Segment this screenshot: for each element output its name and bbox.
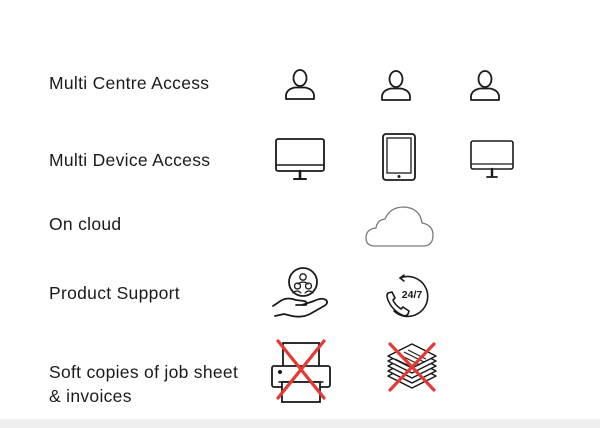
papers-crossed-icon: [386, 342, 440, 392]
row-label-multi-centre-access: Multi Centre Access: [49, 73, 210, 93]
user-icon: [283, 67, 317, 101]
tablet-icon: [382, 133, 416, 181]
monitor-icon: [275, 138, 325, 182]
monitor-icon: [470, 140, 514, 180]
row-label-product-support: Product Support: [49, 283, 180, 303]
row-label-soft-copies-line1: Soft copies of job sheet: [49, 362, 239, 382]
user-icon: [379, 68, 413, 102]
user-icon: [468, 68, 502, 102]
support-hours-badge: 24/7: [402, 289, 423, 301]
support-hand-icon: [272, 266, 330, 320]
row-label-on-cloud: On cloud: [49, 214, 122, 234]
cloud-icon: [365, 204, 435, 248]
row-label-soft-copies-line2: & invoices: [49, 386, 132, 406]
row-label-multi-device-access: Multi Device Access: [49, 150, 211, 170]
printer-crossed-icon: [270, 338, 332, 404]
bottom-strip: [0, 419, 600, 428]
phone-24-7-icon: 24/7: [384, 273, 432, 319]
